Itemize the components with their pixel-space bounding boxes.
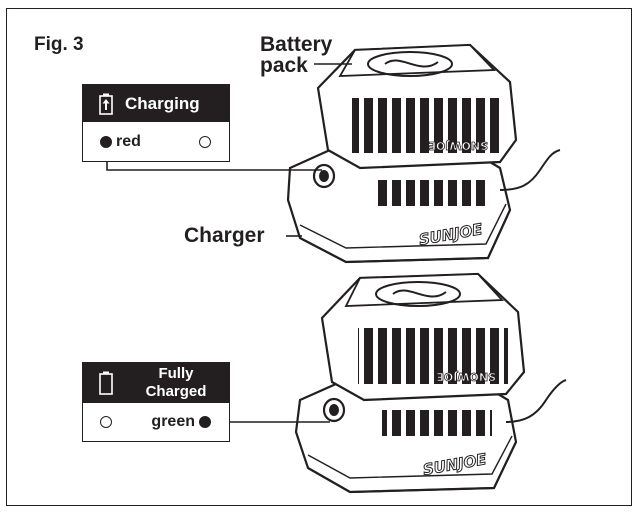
vent-slots-bottom: [382, 410, 492, 436]
vent-slots-top: [378, 180, 488, 206]
charged-led-color-label: green: [151, 413, 195, 430]
charger-base-bottom: SUNJOE: [294, 380, 518, 494]
battery-pack-top: SNOWJOE: [316, 43, 518, 170]
charged-status-title-line1: Fully: [158, 365, 194, 382]
charged-status-title-line2: Charged: [145, 383, 207, 400]
battery-pack-label-line2: pack: [260, 54, 308, 77]
charging-led-row: red: [83, 122, 229, 161]
pack-brand-top: SNOWJOE: [428, 139, 488, 152]
pack-logo-swirl-top: [367, 51, 453, 77]
pack-brand-bottom: SNOWJOE: [436, 370, 496, 383]
pack-logo-swirl-bottom: [375, 281, 461, 307]
charging-status-header: Charging: [83, 85, 229, 122]
charging-led-color-label: red: [116, 132, 141, 150]
power-cord-bottom: [505, 379, 567, 423]
battery-empty-icon: [99, 371, 113, 395]
figure-frame: [6, 8, 632, 506]
figure-title: Fig. 3: [34, 34, 84, 55]
charging-status-panel: Charging red: [82, 84, 230, 162]
charger-label: Charger: [184, 224, 265, 247]
power-cord-top: [499, 149, 561, 191]
battery-pack-label-line1: Battery: [260, 33, 333, 56]
charging-status-title: Charging: [125, 93, 200, 113]
green-led-on-indicator: [199, 416, 211, 428]
charged-status-header: Fully Charged: [83, 363, 229, 403]
top-assembly: SUNJOE SNOWJOE: [286, 43, 561, 264]
bottom-assembly: SUNJOE SNOWJOE: [294, 272, 567, 494]
green-led-off-indicator: [199, 135, 211, 148]
charged-led-row: green: [83, 403, 229, 441]
battery-charging-icon: [99, 93, 113, 115]
red-led-on-indicator: [100, 135, 112, 148]
battery-pack-bottom: SNOWJOE: [320, 272, 526, 402]
red-led-off-indicator: [100, 416, 112, 428]
charged-status-panel: Fully Charged green: [82, 362, 230, 442]
